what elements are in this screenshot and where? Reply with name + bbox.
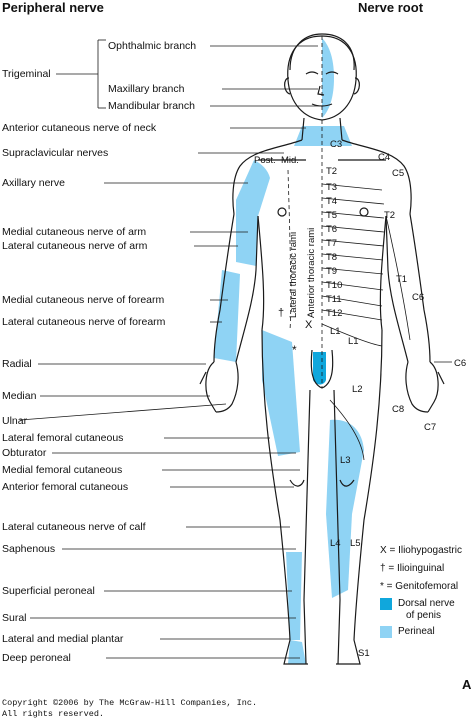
seg-c7: C7 xyxy=(424,422,437,433)
face-region xyxy=(322,38,334,118)
label-ant-thoracic-rami: Anterior thoracic rami xyxy=(306,227,317,318)
legend-perineal: Perineal xyxy=(398,626,435,637)
label-lat-fem-cut: Lateral femoral cutaneous xyxy=(2,432,124,444)
label-ant-cut-neck: Anterior cutaneous nerve of neck xyxy=(2,122,157,134)
leader-lines xyxy=(19,39,452,659)
label-median: Median xyxy=(2,390,37,402)
seg-t3: T3 xyxy=(326,182,338,193)
dorsal-nerve-region xyxy=(313,352,326,385)
seg-t6: T6 xyxy=(326,224,338,235)
legend-dorsal-2: of penis xyxy=(406,610,442,621)
calf-medial-region xyxy=(326,419,364,514)
legend-iliohypogastric: X = Iliohypogastric xyxy=(380,545,462,556)
seg-s1: S1 xyxy=(358,648,370,659)
seg-t10: T10 xyxy=(326,280,343,291)
copyright-line-2: All rights reserved. xyxy=(2,709,105,719)
seg-c8: C8 xyxy=(392,404,405,415)
seg-t2-arm: T2 xyxy=(384,210,396,221)
mark-dagger: † xyxy=(278,307,285,319)
label-supraclavicular: Supraclavicular nerves xyxy=(2,147,109,159)
label-ant-fem-cut: Anterior femoral cutaneous xyxy=(2,481,129,493)
legend-ilioinguinal: † = Ilioinguinal xyxy=(380,563,445,574)
seg-l4: L4 xyxy=(330,538,341,549)
label-mid: Mid. xyxy=(281,155,299,166)
label-sural: Sural xyxy=(2,612,27,624)
mark-x: X xyxy=(305,319,313,331)
medial-arm-region xyxy=(236,200,258,266)
shaded-regions xyxy=(214,38,364,664)
seg-l1-a: L1 xyxy=(330,326,341,337)
label-deep-peroneal: Deep peroneal xyxy=(2,652,71,664)
axillary-region xyxy=(236,160,270,216)
label-med-cut-arm: Medial cutaneous nerve of arm xyxy=(2,226,147,238)
legend-swatch-perineal xyxy=(380,626,392,638)
thigh-region xyxy=(262,330,300,456)
shin-region xyxy=(286,552,302,640)
nerve-root-header: Nerve root xyxy=(358,0,424,15)
peripheral-nerve-header: Peripheral nerve xyxy=(2,0,104,15)
label-axillary: Axillary nerve xyxy=(2,177,66,189)
copyright: Copyright ©2006 by The McGraw-Hill Compa… xyxy=(2,698,257,720)
label-mandibular: Mandibular branch xyxy=(108,100,195,112)
seg-t8: T8 xyxy=(326,252,338,263)
seg-c6-arm: C6 xyxy=(412,292,425,303)
mark-star: * xyxy=(292,343,297,357)
label-saphenous: Saphenous xyxy=(2,543,56,555)
neck-region xyxy=(294,126,352,146)
label-ulnar: Ulnar xyxy=(2,415,28,427)
copyright-line-1: Copyright ©2006 by The McGraw-Hill Compa… xyxy=(2,698,258,708)
label-obturator: Obturator xyxy=(2,447,47,459)
seg-c6-hand: C6 xyxy=(454,358,467,369)
seg-c4: C4 xyxy=(378,152,391,163)
label-sup-peroneal: Superficial peroneal xyxy=(2,585,95,597)
seg-t9: T9 xyxy=(326,266,338,277)
seg-t7: T7 xyxy=(326,238,338,249)
label-med-cut-forearm: Medial cutaneous nerve of forearm xyxy=(2,294,165,306)
label-lat-med-plantar: Lateral and medial plantar xyxy=(2,633,124,645)
seg-c5: C5 xyxy=(392,168,405,179)
forearm-region xyxy=(214,270,240,362)
label-trigeminal: Trigeminal xyxy=(2,68,51,80)
seg-t5: T5 xyxy=(326,210,338,221)
label-maxillary: Maxillary branch xyxy=(108,83,185,95)
label-lat-cut-arm: Lateral cutaneous nerve of arm xyxy=(2,240,148,252)
label-lat-thoracic-rami: Lateral thoracic rami xyxy=(288,231,299,318)
label-lat-cut-calf: Lateral cutaneous nerve of calf xyxy=(2,521,146,533)
legend-swatch-dorsal xyxy=(380,598,392,610)
panel-letter: A xyxy=(462,677,472,692)
seg-t12: T12 xyxy=(326,308,343,319)
seg-l1-b: L1 xyxy=(348,336,359,347)
dermatome-bands xyxy=(321,183,411,461)
label-med-fem-cut: Medial femoral cutaneous xyxy=(2,464,123,476)
seg-t11: T11 xyxy=(326,294,342,305)
label-radial: Radial xyxy=(2,358,32,370)
legend-dorsal-1: Dorsal nerve xyxy=(398,598,455,609)
legend-genitofemoral: * = Genitofemoral xyxy=(380,581,459,592)
seg-c3: C3 xyxy=(330,139,343,150)
label-post: Post. xyxy=(254,155,276,166)
seg-l3: L3 xyxy=(340,455,351,466)
seg-t1: T1 xyxy=(396,274,408,285)
seg-l5: L5 xyxy=(350,538,361,549)
foot-region xyxy=(288,640,306,664)
label-ophthalmic: Ophthalmic branch xyxy=(108,40,197,52)
label-lat-cut-forearm: Lateral cutaneous nerve of forearm xyxy=(2,316,166,328)
seg-l2: L2 xyxy=(352,384,363,395)
seg-t2: T2 xyxy=(326,166,338,177)
seg-t4: T4 xyxy=(326,196,338,207)
